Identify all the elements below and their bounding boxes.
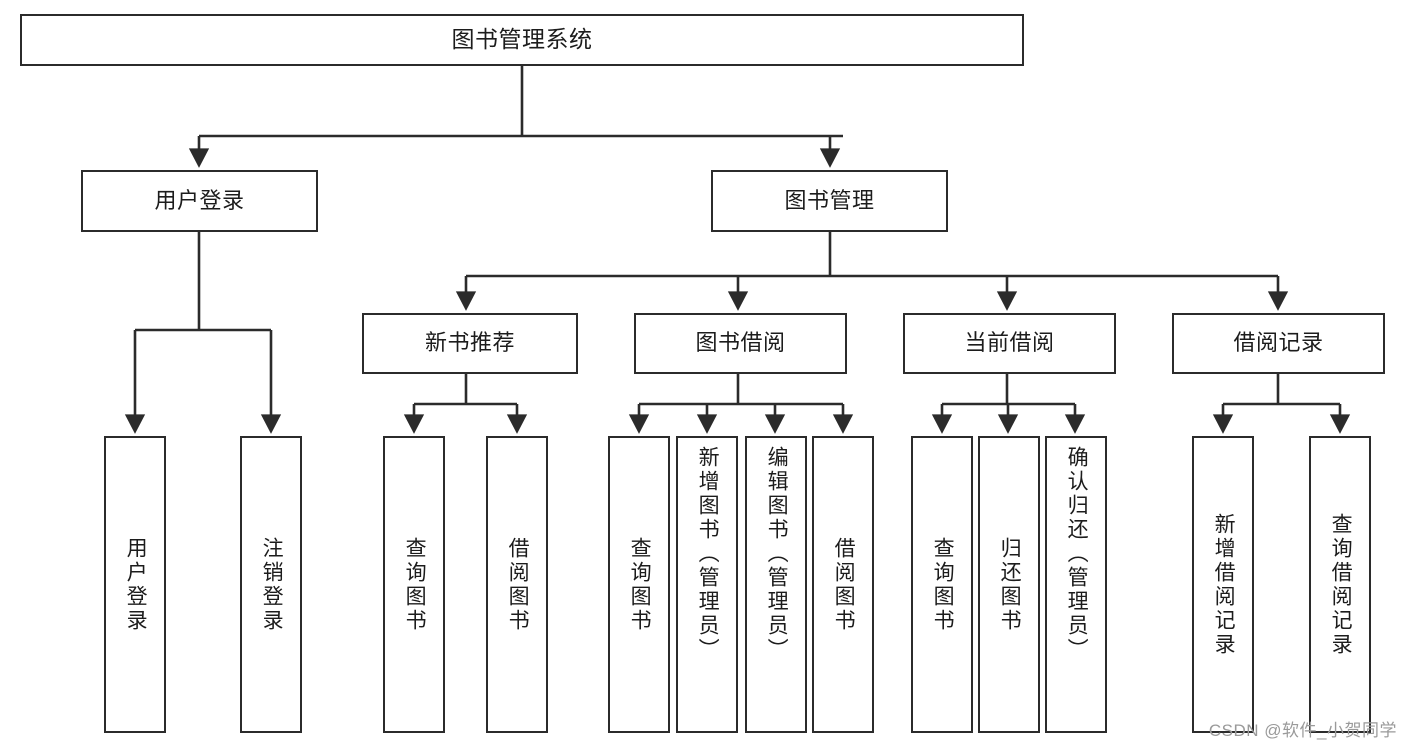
node-label: 用户登录: [154, 187, 245, 213]
node-new-book-recommend[interactable]: 新书推荐: [362, 313, 578, 374]
node-book-borrow[interactable]: 图书借阅: [634, 313, 847, 374]
leaf-user-login[interactable]: 用户登录: [104, 436, 166, 733]
node-current-borrow[interactable]: 当前借阅: [903, 313, 1116, 374]
leaf-borrow-book[interactable]: 借阅图书: [812, 436, 874, 733]
node-label: 编辑图书（管理员）: [765, 446, 789, 662]
node-label: 新书推荐: [424, 330, 515, 356]
leaf-query-book-current[interactable]: 查询图书: [911, 436, 973, 733]
node-label: 图书借阅: [695, 330, 786, 356]
leaf-query-book-borrow[interactable]: 查询图书: [608, 436, 670, 733]
node-label: 新增借阅记录: [1212, 512, 1236, 657]
node-label: 借阅记录: [1233, 330, 1324, 356]
node-label: 用户登录: [124, 536, 148, 633]
node-label: 查询图书: [628, 536, 652, 633]
node-label: 查询借阅记录: [1329, 512, 1353, 657]
node-label: 当前借阅: [964, 330, 1055, 356]
node-root-library-system[interactable]: 图书管理系统: [20, 14, 1024, 66]
node-label: 新增图书（管理员）: [696, 446, 720, 662]
leaf-query-borrow-record[interactable]: 查询借阅记录: [1309, 436, 1371, 733]
leaf-add-borrow-record[interactable]: 新增借阅记录: [1192, 436, 1254, 733]
leaf-logout[interactable]: 注销登录: [240, 436, 302, 733]
node-label: 借阅图书: [832, 536, 856, 633]
node-label: 归还图书: [998, 536, 1022, 633]
node-label: 查询图书: [403, 536, 427, 633]
node-label: 确认归还（管理员）: [1065, 446, 1089, 662]
node-borrow-records[interactable]: 借阅记录: [1172, 313, 1385, 374]
leaf-borrow-book-newbook[interactable]: 借阅图书: [486, 436, 548, 733]
leaf-return-book[interactable]: 归还图书: [978, 436, 1040, 733]
node-book-management[interactable]: 图书管理: [711, 170, 948, 232]
leaf-query-book-newbook[interactable]: 查询图书: [383, 436, 445, 733]
node-label: 注销登录: [260, 536, 284, 633]
node-label: 图书管理: [784, 187, 875, 213]
leaf-add-book-admin[interactable]: 新增图书（管理员）: [676, 436, 738, 733]
node-user-login[interactable]: 用户登录: [81, 170, 318, 232]
node-label: 图书管理系统: [451, 26, 593, 53]
node-label: 查询图书: [931, 536, 955, 633]
leaf-confirm-return-admin[interactable]: 确认归还（管理员）: [1045, 436, 1107, 733]
node-label: 借阅图书: [506, 536, 530, 633]
leaf-edit-book-admin[interactable]: 编辑图书（管理员）: [745, 436, 807, 733]
